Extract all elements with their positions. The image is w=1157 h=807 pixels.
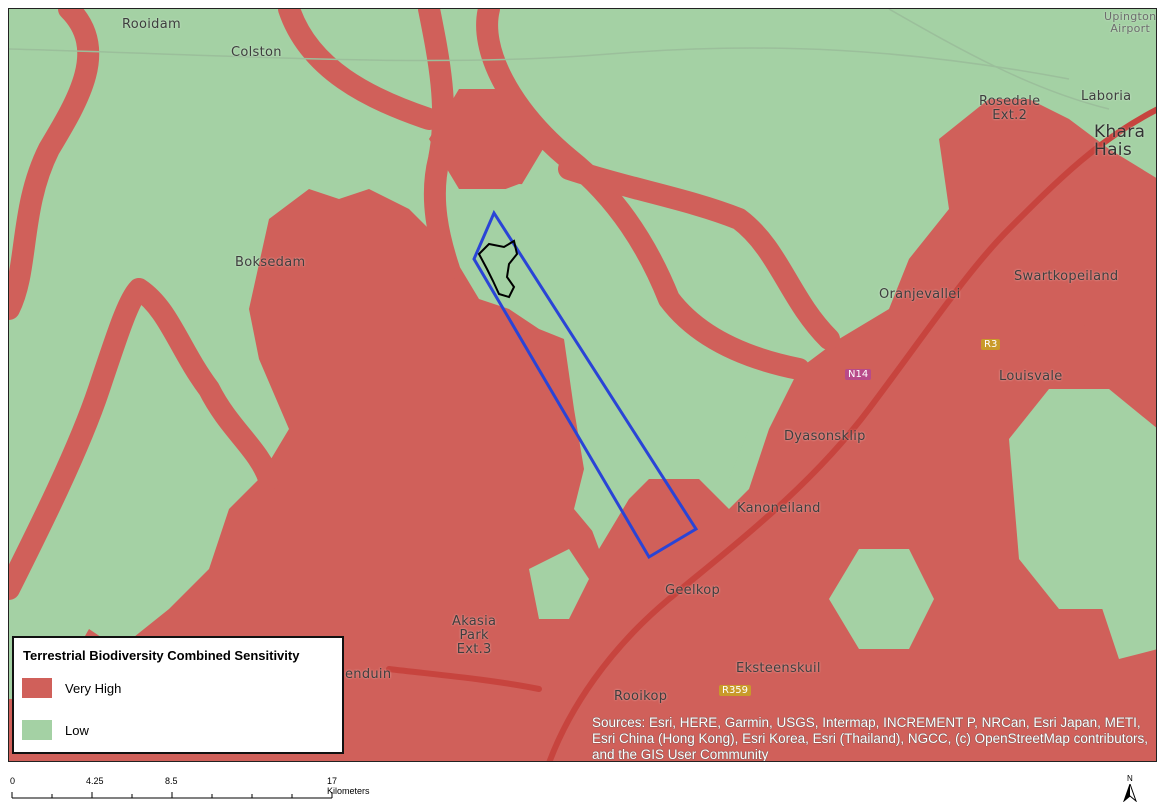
low-hole-3 [479, 184, 769, 539]
minor-roads [9, 9, 1110, 110]
upington-line-2: Airport [1110, 22, 1151, 35]
north-arrow-icon [1123, 784, 1137, 802]
road-shield-n14: N14 [845, 369, 872, 380]
akasia-line-3: Ext.3 [456, 642, 492, 657]
legend: Terrestrial Biodiversity Combined Sensit… [12, 636, 344, 754]
sensitivity-map[interactable] [9, 9, 1157, 762]
place-eksteenskuil: Eksteenskuil [736, 661, 821, 676]
low-hole-4 [529, 549, 589, 619]
legend-label-very-high: Very High [65, 681, 122, 696]
scale-label-8-5: 8.5 [165, 776, 178, 786]
khara-line-1: Khara [1094, 122, 1146, 142]
north-arrow: N [1123, 774, 1137, 803]
place-rooidam: Rooidam [122, 17, 181, 32]
khara-line-2: Hais [1094, 140, 1132, 160]
legend-swatch-very-high [22, 678, 52, 698]
place-oranjevallei: Oranjevallei [879, 287, 961, 302]
site-outline[interactable] [472, 209, 699, 560]
place-rooikop: Rooikop [614, 689, 668, 704]
legend-label-low: Low [65, 723, 89, 738]
map-frame[interactable]: Rooidam Colston Upington Airport Bokseda… [8, 8, 1157, 762]
low-hole-5 [1089, 529, 1156, 659]
scale-label-4-25: 4.25 [86, 776, 104, 786]
legend-title: Terrestrial Biodiversity Combined Sensit… [23, 648, 300, 663]
rosedale-line-2: Ext.2 [992, 108, 1028, 123]
place-rosedale: Rosedale Ext.2 [979, 95, 1040, 123]
river-buffers [9, 9, 1156, 600]
place-laboria: Laboria [1081, 89, 1132, 104]
rosedale-line-1: Rosedale [979, 94, 1041, 109]
place-enduin: enduin [345, 667, 392, 682]
place-khara-hais: Khara Hais [1094, 123, 1145, 159]
scale-label-0: 0 [10, 776, 16, 786]
scale-label-17-km: 17 Kilometers [327, 776, 370, 796]
north-letter: N [1127, 774, 1133, 783]
akasia-line-1: Akasia [452, 614, 497, 629]
place-boksedam: Boksedam [235, 255, 306, 270]
place-akasia-park: Akasia Park Ext.3 [452, 615, 496, 657]
place-upington-airport: Upington Airport [1104, 11, 1156, 35]
road-shield-r3: R3 [981, 339, 1001, 350]
akasia-line-2: Park [459, 628, 489, 643]
place-kanoneiland: Kanoneiland [737, 501, 821, 516]
place-swartkopeiland: Swartkopeiland [1014, 269, 1119, 284]
legend-swatch-low [22, 720, 52, 740]
place-dyasonsklip: Dyasonsklip [784, 429, 866, 444]
scale-bar: 0 4.25 8.5 17 Kilometers [10, 776, 370, 802]
low-hole-1 [829, 549, 934, 649]
project-boundary[interactable] [477, 239, 519, 299]
place-colston: Colston [231, 45, 282, 60]
road-shield-r359: R359 [719, 685, 752, 696]
place-geelkop: Geelkop [665, 583, 721, 598]
scale-bar-line [11, 792, 333, 799]
main-road [386, 106, 1156, 761]
place-louisvale: Louisvale [999, 369, 1063, 384]
map-attribution: Sources: Esri, HERE, Garmin, USGS, Inter… [592, 715, 1148, 762]
upington-line-1: Upington [1104, 10, 1157, 23]
